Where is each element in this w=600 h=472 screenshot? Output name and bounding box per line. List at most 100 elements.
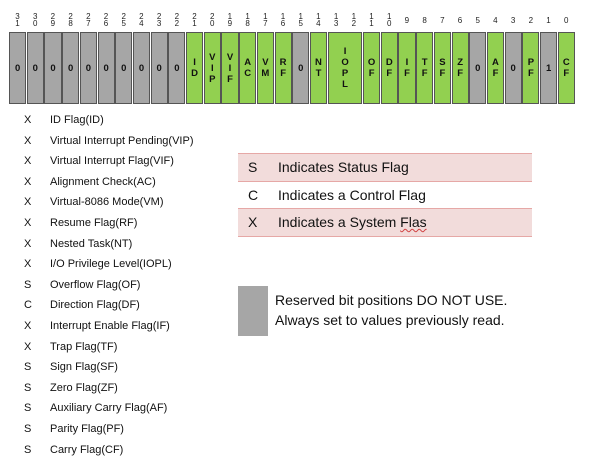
reserved-cell: 0: [44, 32, 62, 104]
flag-kind: X: [24, 114, 32, 126]
flag-kind: X: [24, 175, 32, 188]
reserved-cell: 0: [79, 32, 97, 104]
flag-kind: S: [24, 422, 32, 435]
flag-label: I/O Privilege Level(IOPL): [50, 258, 172, 271]
reserved-cell: 0: [97, 32, 115, 104]
reserved-cell: 0: [150, 32, 168, 104]
list-item: X Alignment Check(AC): [24, 173, 244, 194]
bit-number: 6: [457, 16, 463, 25]
list-item: X Nested Task(NT): [24, 235, 244, 256]
flag-kind: X: [24, 340, 32, 353]
list-item: S Parity Flag(PF): [24, 420, 244, 441]
legend-row-status: S Indicates Status Flag: [238, 153, 532, 182]
bit-number: 8: [422, 16, 427, 25]
reserved-cell: 0: [115, 32, 133, 104]
list-item: X Virtual-8086 Mode(VM): [24, 193, 244, 214]
flag-kind: S: [24, 381, 32, 394]
flag-label: Interrupt Enable Flag(IF): [50, 319, 170, 332]
reserved-cell: 0: [62, 32, 80, 104]
legend-key: X: [248, 214, 258, 230]
flag-kind: X: [24, 196, 32, 209]
flag-kind: X: [24, 155, 32, 168]
flag-kind: S: [24, 278, 32, 291]
flag-label: Virtual-8086 Mode(VM): [50, 196, 164, 209]
bit-number: 7: [440, 16, 445, 25]
flag-kind: S: [24, 443, 32, 456]
flag-label: Alignment Check(AC): [50, 175, 156, 188]
bit-number: 0: [563, 16, 569, 25]
flag-label: ID Flag(ID): [50, 114, 104, 126]
list-item: S Overflow Flag(OF): [24, 276, 244, 297]
bit-number: 5: [475, 16, 480, 25]
bit-number: 9: [404, 16, 410, 25]
flag-label: Virtual Interrupt Flag(VIF): [50, 155, 174, 168]
flag-type-legend: S Indicates Status Flag C Indicates a Co…: [238, 153, 532, 237]
flag-kind: S: [24, 402, 32, 415]
bit-number: 4: [493, 16, 498, 25]
flag-kind: X: [24, 237, 32, 250]
legend-text: Indicates Status Flag: [278, 159, 409, 175]
flag-label: Carry Flag(CF): [50, 443, 124, 456]
flag-kind: X: [24, 216, 32, 229]
legend-text: Indicates a System Flas: [278, 214, 427, 230]
flag-label: Zero Flag(ZF): [50, 381, 118, 394]
flag-kind: X: [24, 319, 32, 332]
reserved-cell: 0: [292, 32, 310, 104]
flag-label: Virtual Interrupt Pending(VIP): [50, 134, 194, 147]
flag-label: Overflow Flag(OF): [50, 278, 141, 291]
flag-label: Auxiliary Carry Flag(AF): [50, 402, 168, 415]
legend-row-system: X Indicates a System Flas: [238, 208, 532, 237]
legend-text-misspelled: Flas: [400, 214, 427, 230]
reserved-cell: 0: [132, 32, 151, 104]
legend-row-control: C Indicates a Control Flag: [238, 182, 532, 209]
reserved-cell: 0: [9, 32, 27, 104]
flag-label: Parity Flag(PF): [50, 422, 124, 435]
reserved-cell: 0: [504, 32, 522, 104]
reserved-cell: 0: [469, 32, 487, 104]
list-item: S Carry Flag(CF): [24, 441, 244, 462]
legend-key: C: [248, 186, 259, 203]
list-item: X Resume Flag(RF): [24, 214, 244, 235]
bit-number: 3: [510, 16, 516, 25]
list-item: X Interrupt Enable Flag(IF): [24, 317, 244, 338]
flag-label: Nested Task(NT): [50, 237, 133, 250]
flag-label: Resume Flag(RF): [50, 216, 138, 229]
list-item: X Virtual Interrupt Flag(VIF): [24, 152, 244, 173]
